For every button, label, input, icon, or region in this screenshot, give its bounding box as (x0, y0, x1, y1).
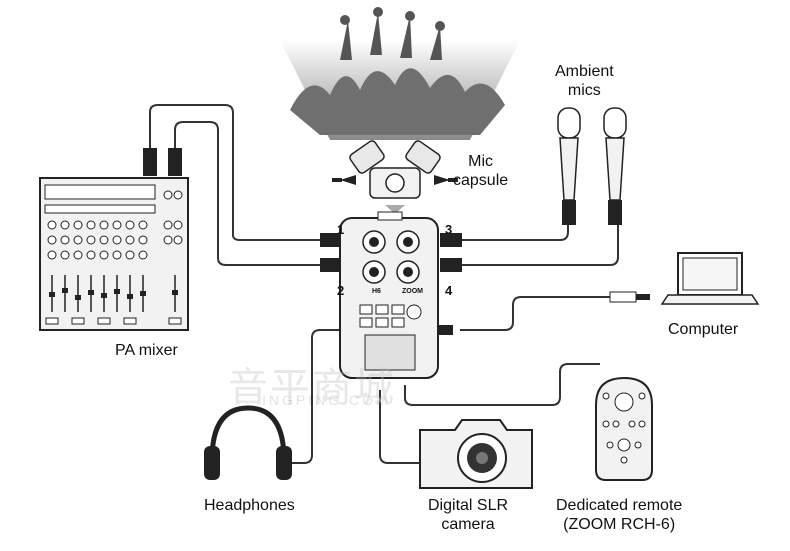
computer-label: Computer (668, 321, 739, 338)
input-1-label: 1 (337, 222, 345, 237)
pa-mixer-image (39, 177, 189, 331)
remote-line1: Dedicated remote (556, 497, 683, 514)
ambient-mics-line2: mics (567, 82, 601, 99)
mic-capsule (332, 140, 458, 214)
cables (149, 104, 619, 464)
ambient-mics-line1: Ambient (555, 63, 614, 80)
mic-capsule-line1: Mic (468, 153, 494, 170)
headphones-label: Headphones (204, 497, 295, 514)
concert-crowd-image (280, 7, 520, 140)
ambient-mics-label: Ambient mics (555, 62, 614, 100)
laptop-computer-image (609, 252, 760, 305)
recorder-brand: ZOOM (402, 288, 423, 295)
mic-capsule-line2: capsule (453, 172, 509, 189)
dslr-camera-line2: camera (441, 516, 495, 533)
recorder-model: H6 (372, 288, 381, 295)
remote-label: Dedicated remote (ZOOM RCH-6) (556, 496, 682, 534)
remote-line2: (ZOOM RCH-6) (563, 516, 676, 533)
mic-capsule-label: Mic capsule (453, 152, 508, 190)
headphones-image (204, 405, 292, 480)
remote-control-image (595, 376, 653, 481)
watermark-main: 音平商城 (228, 366, 396, 410)
plugs (143, 148, 462, 335)
input-3-label: 3 (445, 222, 453, 237)
pa-mixer-label: PA mixer (115, 342, 178, 359)
dslr-camera-label: Digital SLR camera (428, 496, 508, 534)
input-4-label: 4 (445, 283, 453, 298)
ambient-mics-image (557, 107, 627, 225)
input-2-label: 2 (337, 283, 345, 298)
dslr-camera-image (419, 419, 533, 489)
zoom-h6-recorder (339, 211, 439, 379)
dslr-camera-line1: Digital SLR (428, 497, 509, 514)
watermark-sub: INGPING.COM (262, 392, 391, 408)
